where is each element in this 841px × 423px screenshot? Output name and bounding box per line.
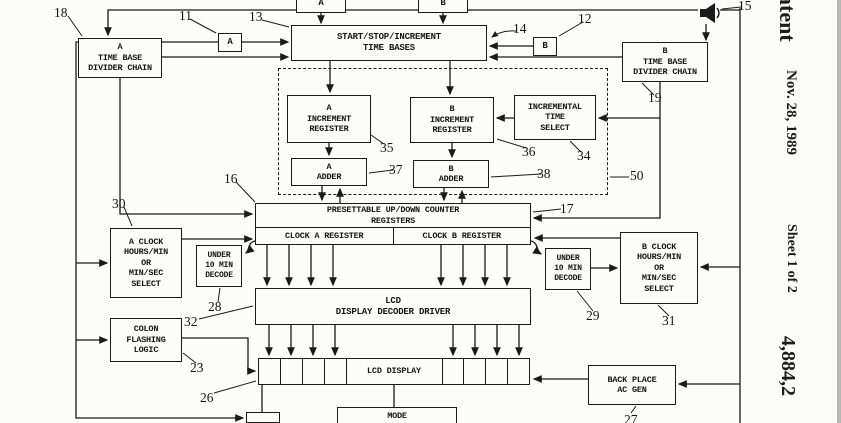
block-presettable-up-down-counter-registers: PRESETTABLE UP/DOWN COUNTER REGISTERS CL… — [255, 203, 531, 245]
block-under-10-min-decode-right: UNDER 10 MIN DECODE — [545, 248, 591, 290]
ref-numeral-32: 32 — [184, 314, 198, 330]
ref-numeral-11: 11 — [179, 8, 192, 24]
block-colon-flashing-logic: COLON FLASHING LOGIC — [110, 318, 182, 362]
counter-title: PRESETTABLE UP/DOWN COUNTER REGISTERS — [256, 204, 530, 227]
lcd-segment — [443, 359, 465, 384]
ref-numeral-36: 36 — [522, 144, 536, 160]
ref-numeral-13: 13 — [249, 9, 263, 25]
margin-date: Nov. 28, 1989 — [782, 70, 799, 155]
ref-numeral-28: 28 — [208, 299, 222, 315]
block-mode: MODE — [337, 407, 457, 423]
block-top-a: A — [296, 0, 346, 13]
ref-numeral-34: 34 — [577, 148, 591, 164]
margin-patent-number: 4,884,2 — [776, 336, 799, 396]
block-incremental-time-select: INCREMENTAL TIME SELECT — [514, 95, 596, 140]
clock-b-register-cell: CLOCK B REGISTER — [394, 228, 531, 244]
ref-numeral-14: 14 — [513, 21, 527, 37]
ref-numeral-15: 15 — [738, 0, 752, 14]
ref-numeral-38: 38 — [537, 166, 551, 182]
block-b-time-base-divider-chain: B TIME BASE DIVIDER CHAIN — [622, 42, 708, 82]
ref-numeral-17: 17 — [560, 201, 574, 217]
block-switch-b: B — [533, 37, 557, 56]
lcd-segment — [508, 359, 529, 384]
block-b-increment-register: B INCREMENT REGISTER — [410, 97, 494, 143]
lcd-display-label: LCD DISPLAY — [347, 359, 443, 384]
ref-numeral-19: 19 — [648, 90, 662, 106]
lcd-segment — [281, 359, 303, 384]
clock-a-register-cell: CLOCK A REGISTER — [256, 228, 394, 244]
ref-numeral-18: 18 — [54, 5, 68, 21]
ref-numeral-27: 27 — [624, 412, 638, 423]
block-b-clock-select: B CLOCK HOURS/MIN OR MIN/SEC SELECT — [620, 232, 698, 304]
block-top-b: B — [418, 0, 468, 13]
margin-patent-word: atent — [774, 0, 800, 42]
ref-numeral-35: 35 — [380, 140, 394, 156]
block-bottom-partial — [246, 412, 280, 423]
lcd-segment — [486, 359, 508, 384]
lcd-segment — [464, 359, 486, 384]
block-back-place-ac-gen: BACK PLACE AC GEN — [588, 365, 676, 405]
lcd-segment — [259, 359, 281, 384]
ref-numeral-16: 16 — [224, 171, 238, 187]
block-b-adder: B ADDER — [413, 160, 489, 188]
block-a-increment-register: A INCREMENT REGISTER — [287, 95, 371, 143]
ref-numeral-29: 29 — [586, 308, 600, 324]
ref-numeral-30: 30 — [112, 196, 126, 212]
block-a-clock-select: A CLOCK HOURS/MIN OR MIN/SEC SELECT — [110, 228, 182, 298]
ref-numeral-31: 31 — [662, 313, 676, 329]
lcd-segment — [303, 359, 325, 384]
ref-numeral-23: 23 — [190, 360, 204, 376]
ref-numeral-12: 12 — [578, 11, 592, 27]
block-lcd-display-decoder-driver: LCD DISPLAY DECODER DRIVER — [255, 288, 531, 325]
lcd-segment — [325, 359, 347, 384]
ref-numeral-50: 50 — [630, 168, 644, 184]
speaker-icon — [698, 0, 722, 26]
paper-edge — [837, 0, 841, 423]
block-a-adder: A ADDER — [291, 158, 367, 186]
margin-sheet-label: Sheet 1 of 2 — [783, 224, 799, 293]
block-a-time-base-divider-chain: A TIME BASE DIVIDER CHAIN — [78, 38, 162, 78]
block-switch-a: A — [218, 33, 242, 52]
ref-numeral-37: 37 — [389, 162, 403, 178]
block-start-stop-increment-time-bases: START/STOP/INCREMENT TIME BASES — [291, 25, 487, 61]
block-lcd-display: LCD DISPLAY — [258, 358, 530, 385]
ref-numeral-26: 26 — [200, 390, 214, 406]
block-under-10-min-decode-left: UNDER 10 MIN DECODE — [196, 245, 242, 287]
